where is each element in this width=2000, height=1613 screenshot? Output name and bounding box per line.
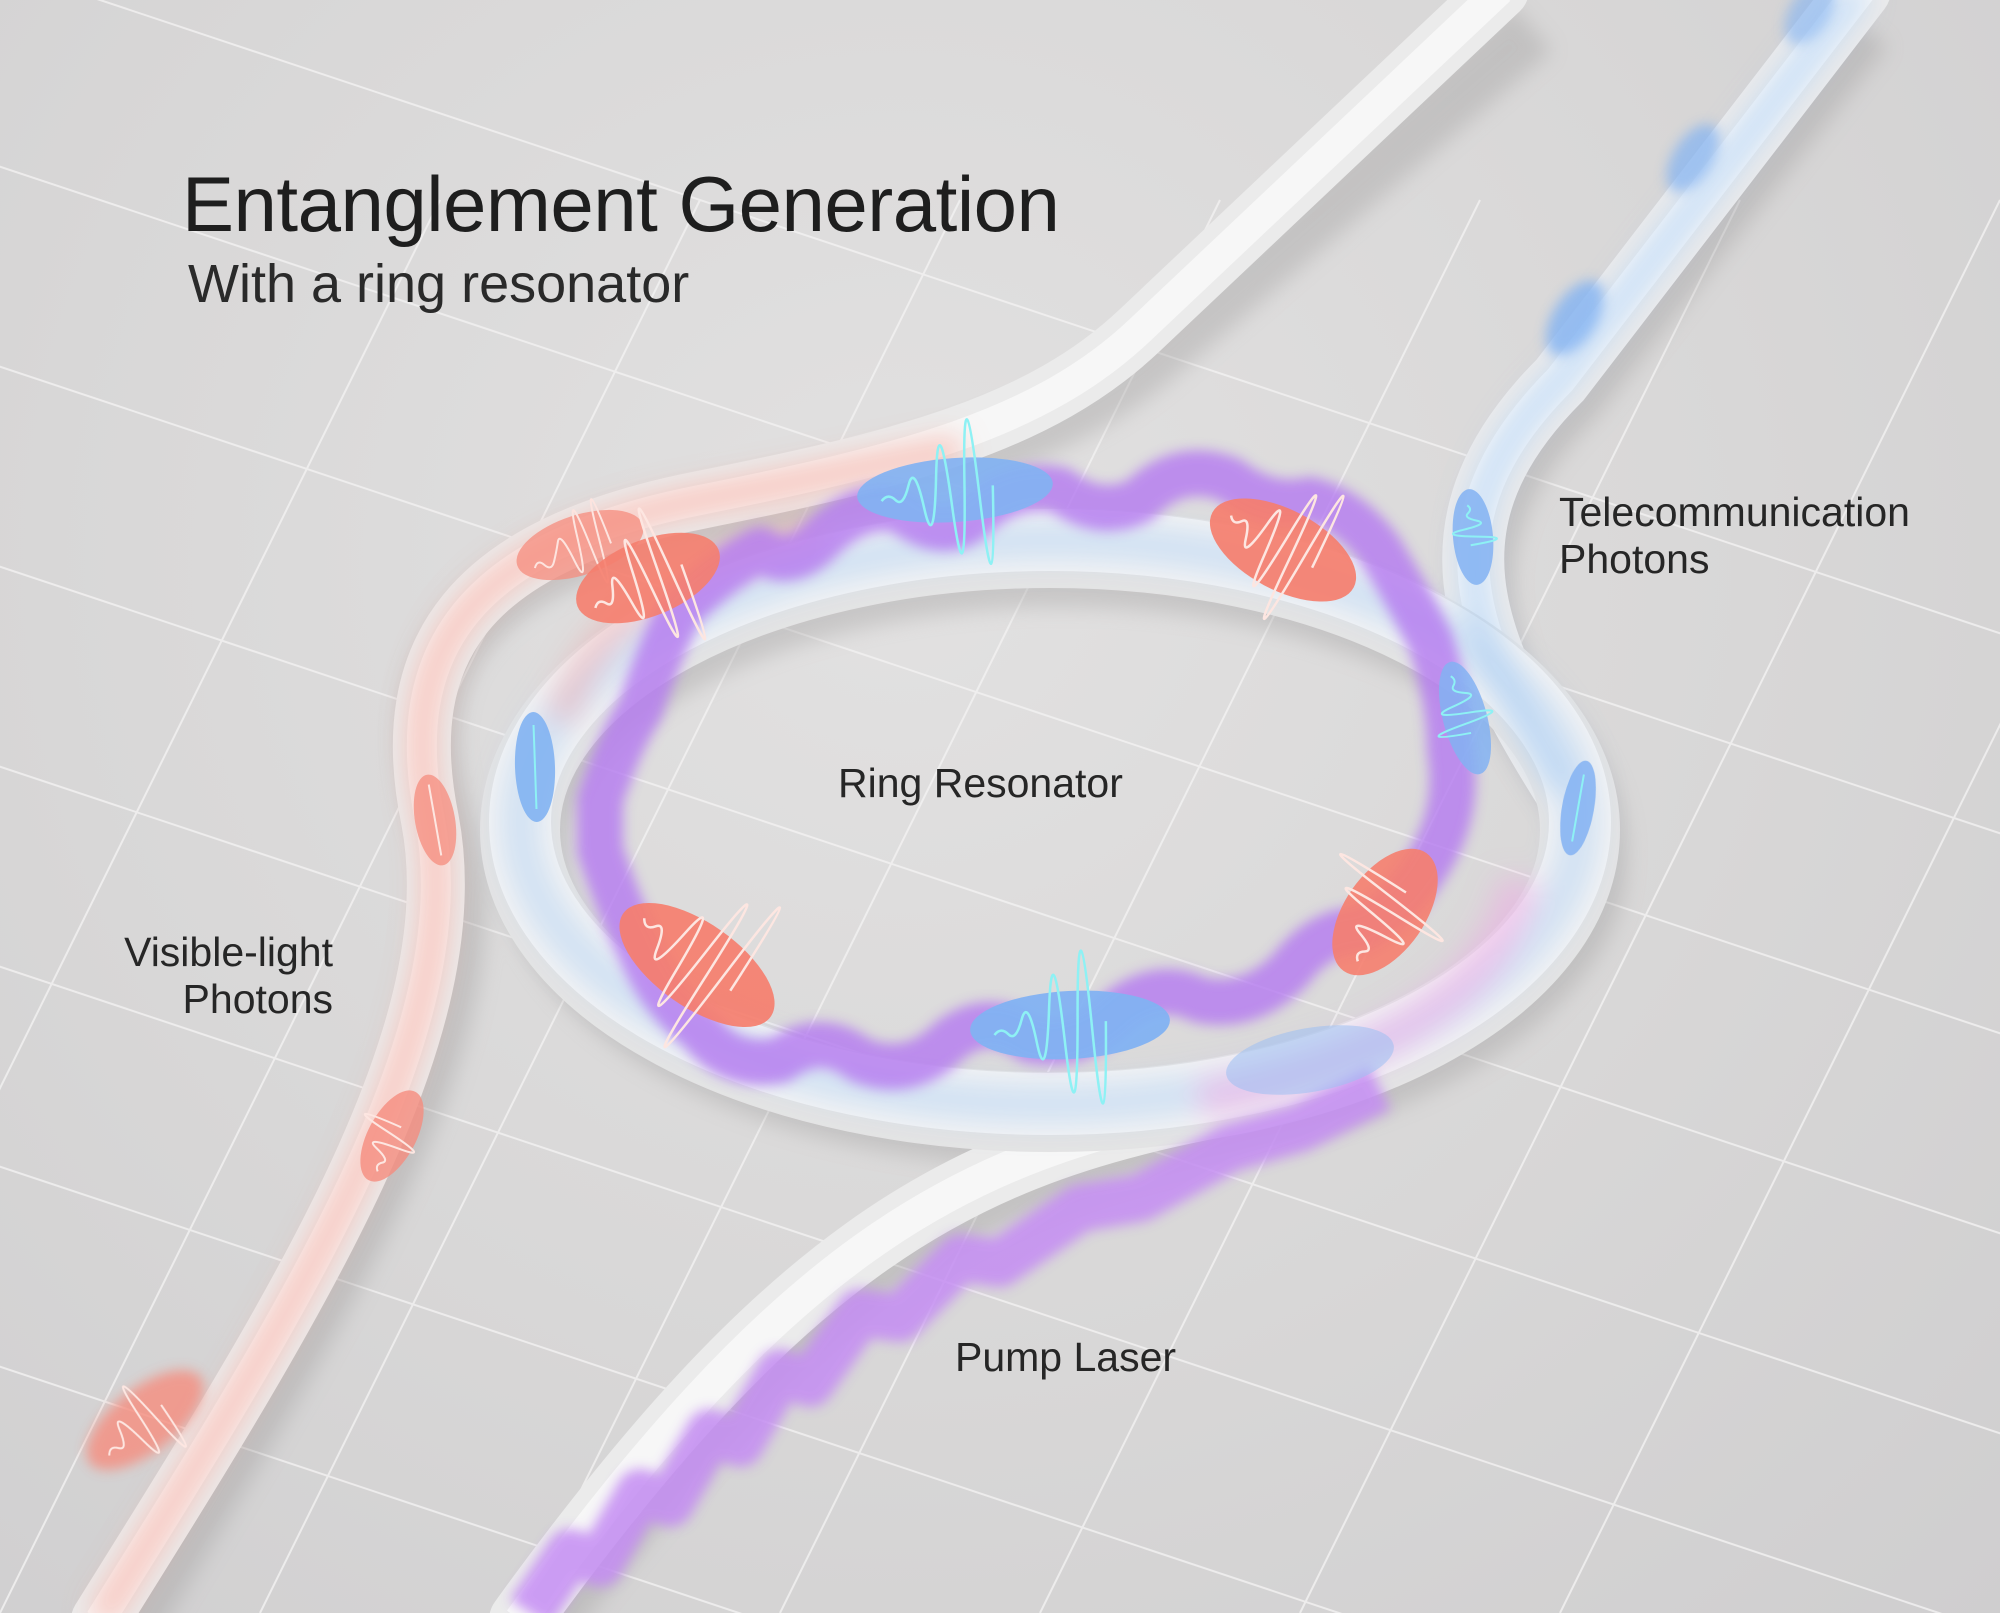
visible-photon-packet	[619, 902, 782, 1049]
telecom-photon-packets	[514, 0, 1836, 1105]
pump-laser-label: Pump Laser	[955, 1334, 1177, 1380]
telecom-photon-packet	[970, 949, 1170, 1105]
ring-resonator-label: Ring Resonator	[838, 760, 1123, 806]
pump-laser-wave	[510, 1066, 1391, 1613]
visible-label-line1: Visible-light	[124, 929, 333, 975]
visible-photon-packet	[1332, 848, 1444, 976]
visible-photon-packets	[86, 494, 1444, 1470]
telecom-photon-packet	[1226, 1025, 1394, 1095]
visible-photon-packet	[360, 1090, 424, 1182]
visible-photon-packet	[413, 774, 457, 866]
telecom-photon-packet	[514, 712, 556, 822]
visible-photon-packet	[1209, 494, 1357, 621]
diagram-title: Entanglement Generation	[182, 160, 1060, 248]
telecom-photons-label: Telecommunication Photons	[1559, 489, 1910, 583]
visible-photons-label: Visible-light Photons	[98, 929, 333, 1023]
telecom-photon-packet	[857, 418, 1053, 565]
telecom-photon-packet	[1560, 760, 1596, 856]
telecom-label-line2: Photons	[1559, 536, 1710, 583]
telecom-photon-packet	[1451, 489, 1498, 585]
visible-photon-packet	[86, 1370, 204, 1470]
telecom-photon-packet	[1437, 661, 1494, 775]
visible-label-line2: Photons	[182, 976, 333, 1023]
telecom-photon-packet	[1666, 124, 1720, 192]
diagram-subtitle: With a ring resonator	[188, 254, 690, 314]
telecom-photon-packet	[1784, 0, 1836, 45]
visible-photon-packet	[576, 507, 720, 641]
telecom-label-line1: Telecommunication	[1559, 489, 1910, 535]
telecom-photon-packet	[1545, 280, 1605, 356]
